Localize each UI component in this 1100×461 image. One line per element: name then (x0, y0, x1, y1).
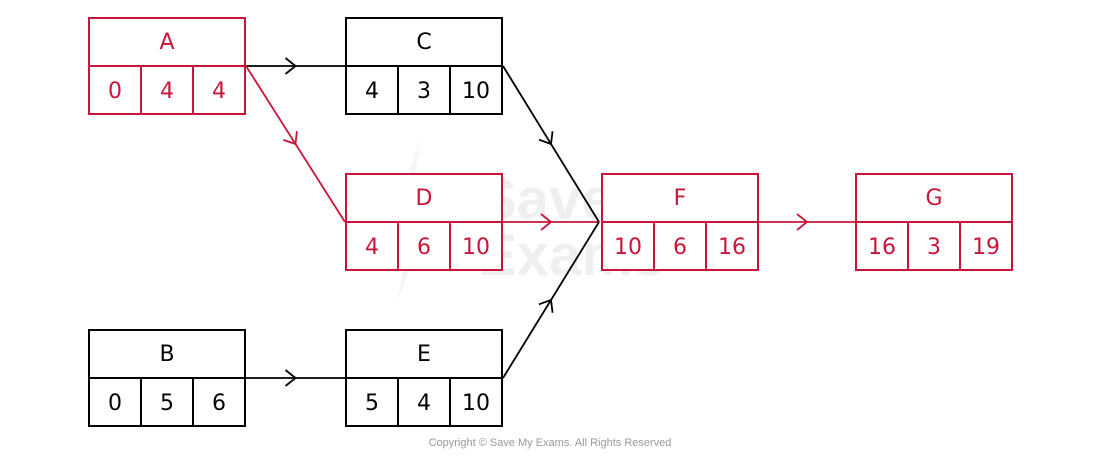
earliest-finish: 19 (972, 234, 1000, 260)
earliest-finish: 16 (718, 234, 746, 260)
earliest-start: 0 (90, 67, 142, 115)
activity-node-g: G 16 3 19 (855, 173, 1013, 271)
activity-node-a: A 0 4 4 (88, 17, 246, 115)
earliest-finish: 10 (462, 390, 490, 416)
earliest-start: 10 (603, 223, 655, 271)
activity-node-d: D 4 6 10 (345, 173, 503, 271)
arrowhead-c-f-icon (538, 131, 554, 145)
earliest-finish: 10 (462, 234, 490, 260)
duration: 6 (399, 223, 451, 271)
earliest-start: 4 (347, 67, 399, 115)
arrowhead-d-f-icon (540, 213, 552, 231)
earliest-finish: 10 (462, 78, 490, 104)
activity-node-f: F 10 6 16 (601, 173, 759, 271)
duration: 4 (399, 379, 451, 427)
earliest-start: 0 (90, 379, 142, 427)
activity-name: D (347, 175, 501, 223)
activity-name: E (347, 331, 501, 379)
arrowhead-a-d-icon (283, 131, 298, 145)
activity-node-e: E 5 4 10 (345, 329, 503, 427)
copyright-notice: Copyright © Save My Exams. All Rights Re… (428, 437, 672, 449)
activity-name: F (603, 175, 757, 223)
earliest-finish: 4 (212, 78, 226, 104)
duration: 3 (909, 223, 961, 271)
arrowhead-f-g-icon (796, 213, 808, 231)
activity-name: A (90, 19, 244, 67)
activity-node-c: C 4 3 10 (345, 17, 503, 115)
arrowhead-a-c-icon (284, 57, 297, 75)
arrowhead-e-f-icon (538, 299, 554, 313)
duration: 3 (399, 67, 451, 115)
earliest-start: 16 (857, 223, 909, 271)
earliest-start: 5 (347, 379, 399, 427)
earliest-start: 4 (347, 223, 399, 271)
activity-node-b: B 0 5 6 (88, 329, 246, 427)
activity-name: C (347, 19, 501, 67)
activity-name: G (857, 175, 1011, 223)
earliest-finish: 6 (212, 390, 226, 416)
duration: 6 (655, 223, 707, 271)
duration: 5 (142, 379, 194, 427)
activity-name: B (90, 331, 244, 379)
arrowhead-b-e-icon (284, 369, 297, 387)
duration: 4 (142, 67, 194, 115)
